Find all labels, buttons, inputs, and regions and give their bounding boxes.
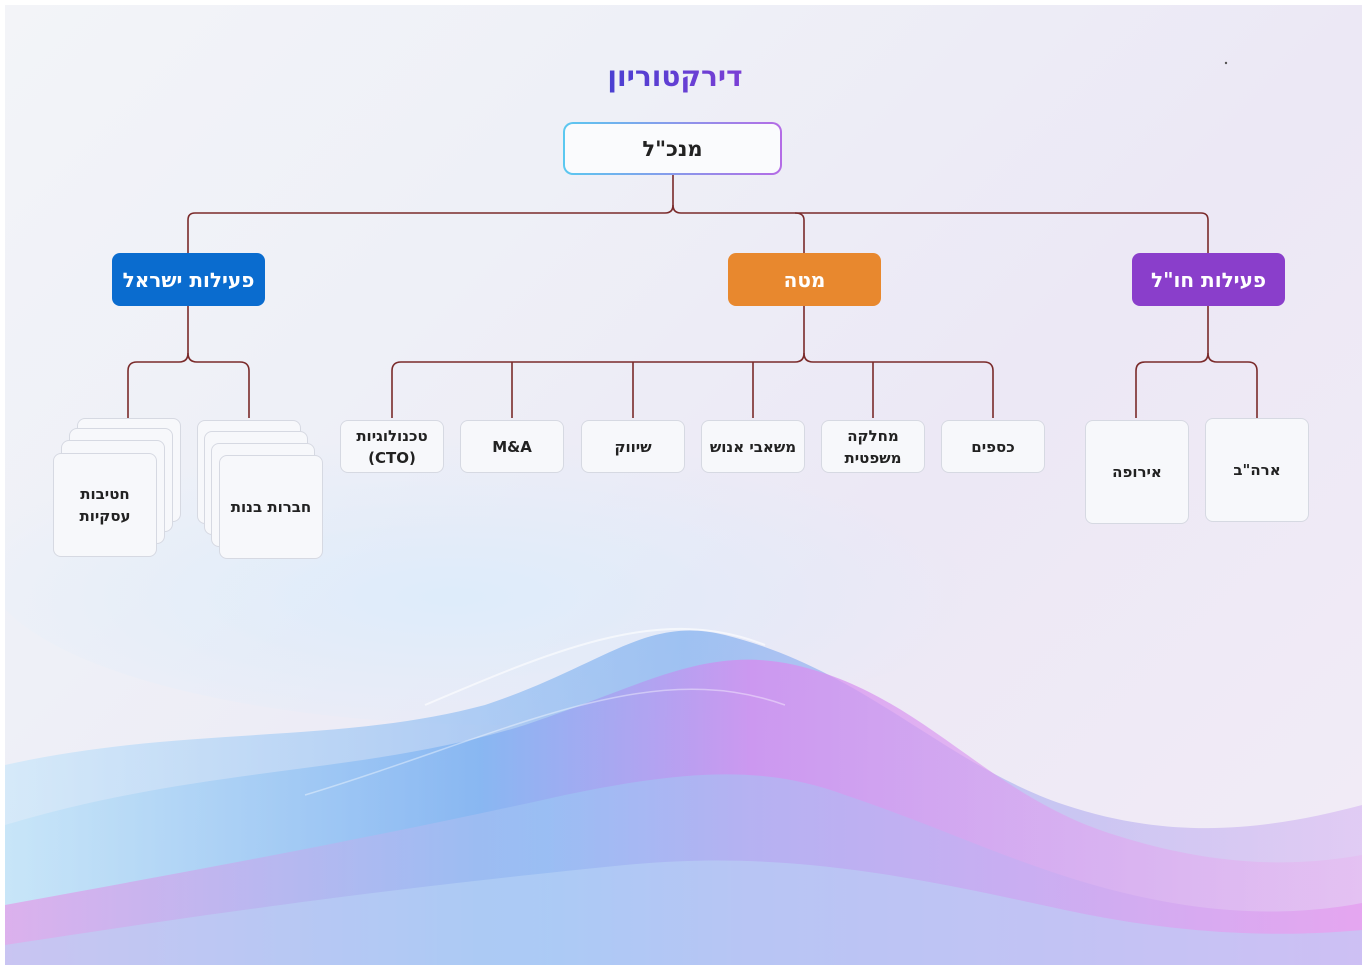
node-europe[interactable]: אירופה xyxy=(1085,420,1189,524)
connector-root-right xyxy=(672,204,1209,253)
org-chart-canvas: דירקטוריון מנכ"ל פעילות ישראל מטה פעילות… xyxy=(5,5,1362,965)
connector-staff-2 xyxy=(803,352,994,418)
branch-israel[interactable]: פעילות ישראל xyxy=(112,253,265,306)
wave-background xyxy=(5,61,1362,965)
connector-israel xyxy=(127,306,189,418)
connector-staff xyxy=(391,306,805,418)
connector-abroad xyxy=(1135,306,1209,418)
node-subsidiaries[interactable]: חברות בנות xyxy=(219,455,323,559)
node-cto[interactable]: טכנולוגיות (CTO) xyxy=(340,420,444,473)
node-finance[interactable]: כספים xyxy=(941,420,1045,473)
connector-root xyxy=(187,175,674,253)
ceo-node[interactable]: מנכ"ל xyxy=(563,122,782,175)
branch-abroad[interactable]: פעילות חו"ל xyxy=(1132,253,1285,306)
node-hr[interactable]: משאבי אנוש xyxy=(701,420,805,473)
connector-abroad-2 xyxy=(1207,352,1258,418)
connector-root-mid xyxy=(794,212,805,253)
connector-israel-2 xyxy=(187,352,250,418)
node-ma[interactable]: M&A xyxy=(460,420,564,473)
connector-lines xyxy=(127,175,1258,418)
branch-staff[interactable]: מטה xyxy=(728,253,881,306)
node-usa[interactable]: ארה"ב xyxy=(1205,418,1309,522)
node-business-divisions[interactable]: חטיבות עסקיות xyxy=(53,453,157,557)
node-marketing[interactable]: שיווק xyxy=(581,420,685,473)
page-title: דירקטוריון xyxy=(565,60,785,93)
node-legal[interactable]: מחלקה משפטית xyxy=(821,420,925,473)
